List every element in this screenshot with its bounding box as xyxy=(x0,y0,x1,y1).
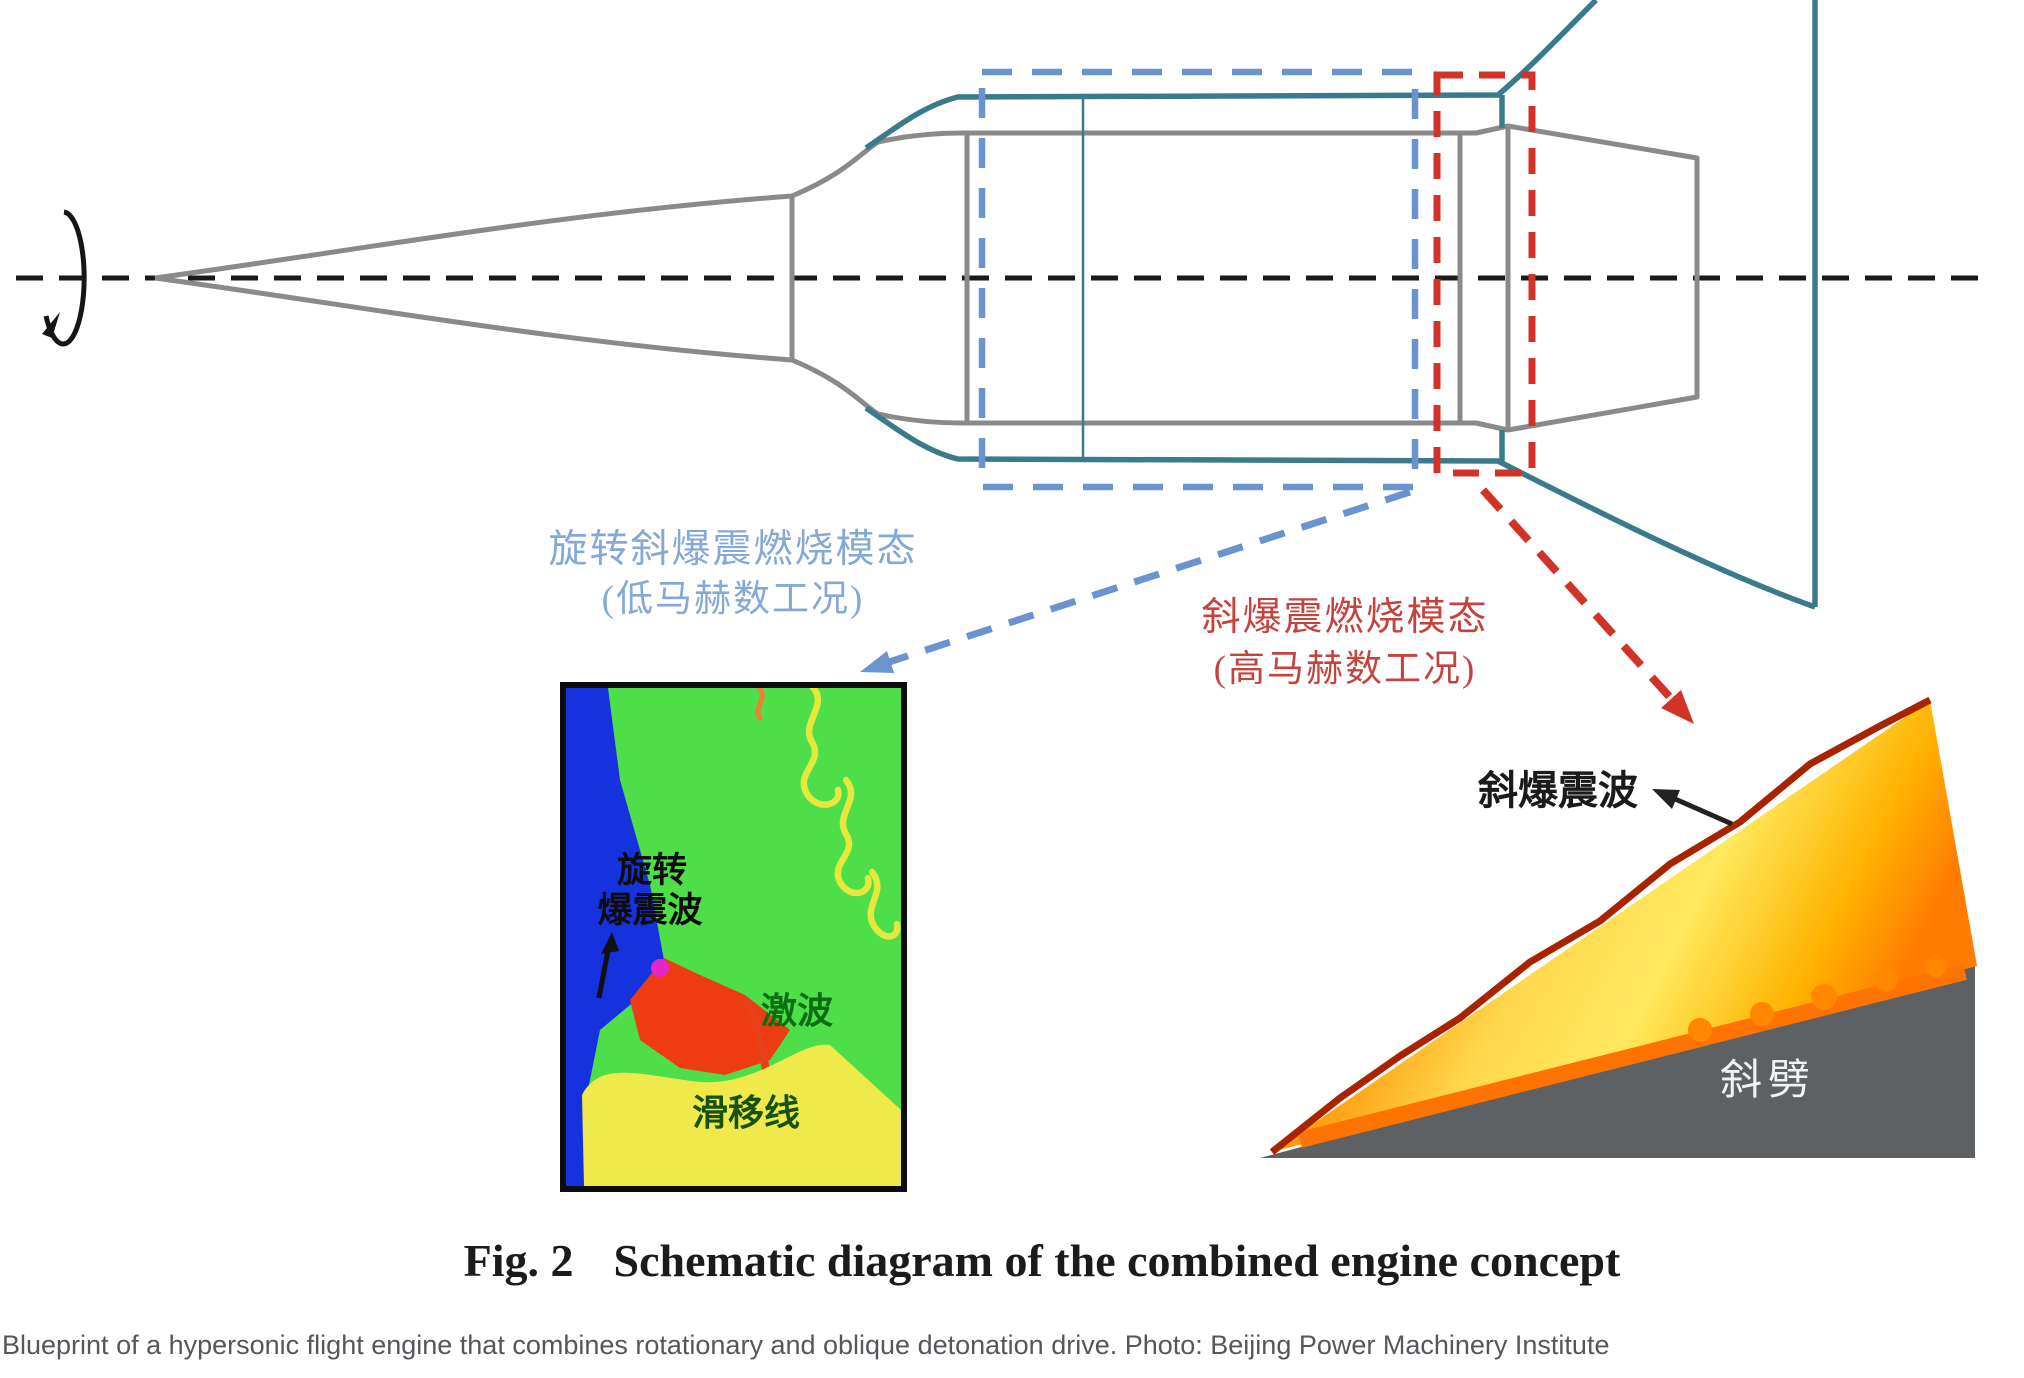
rotation-symbol-icon xyxy=(42,209,87,347)
slip-line-label: 滑移线 xyxy=(692,1093,800,1133)
wedge-label: 斜劈 xyxy=(1720,1057,1816,1104)
oblique-flame-base-band xyxy=(1298,964,1967,1148)
shock-wave-label: 激波 xyxy=(761,991,833,1031)
oblique-wave-label: 斜爆震波 xyxy=(1478,768,1638,813)
high-mach-mode-label-line1: 斜爆震燃烧模态 xyxy=(1201,596,1488,639)
oblique-detonation-front xyxy=(1269,696,1932,1155)
cfd-vortex-swirls xyxy=(755,688,901,940)
low-mach-mode-label-line1: 旋转斜爆震燃烧模态 xyxy=(548,528,917,571)
high-mach-region-box xyxy=(1433,71,1536,477)
low-mach-region-box xyxy=(978,68,1419,491)
high-mach-mode-label-line2: (高马赫数工况) xyxy=(1214,648,1477,690)
rotating-wave-label-line2: 爆震波 xyxy=(597,891,702,930)
cfd-yellow-zone xyxy=(582,1044,901,1186)
low-mach-leader-arrow xyxy=(860,488,1412,673)
high-mach-leader-arrow xyxy=(1480,487,1694,724)
rotating-wave-label-line1: 旋转 xyxy=(617,851,687,890)
inset-rotating-detonation: 旋转 爆震波 激波 滑移线 xyxy=(560,682,907,1192)
engine-cowl-outline xyxy=(864,0,1818,610)
figure-title: Schematic diagram of the combined engine… xyxy=(613,1235,1621,1286)
inset-oblique-detonation: 斜爆震波 斜劈 xyxy=(1260,696,1977,1158)
figure-number: Fig. 2 xyxy=(463,1235,574,1286)
oblique-wave-arrow xyxy=(1652,789,1734,827)
figure-caption: Fig. 2 Schematic diagram of the combined … xyxy=(464,1234,1621,1287)
low-mach-mode-label-line2: (低马赫数工况) xyxy=(602,578,865,620)
oblique-flame-field xyxy=(1272,700,1977,1152)
rotating-wave-arrow xyxy=(596,932,619,999)
oblique-surface-vortices xyxy=(1688,955,1947,1042)
engine-body-outline xyxy=(154,123,1700,433)
cfd-blue-zone xyxy=(566,688,664,1186)
photo-credit: Blueprint of a hypersonic flight engine … xyxy=(2,1330,1610,1360)
